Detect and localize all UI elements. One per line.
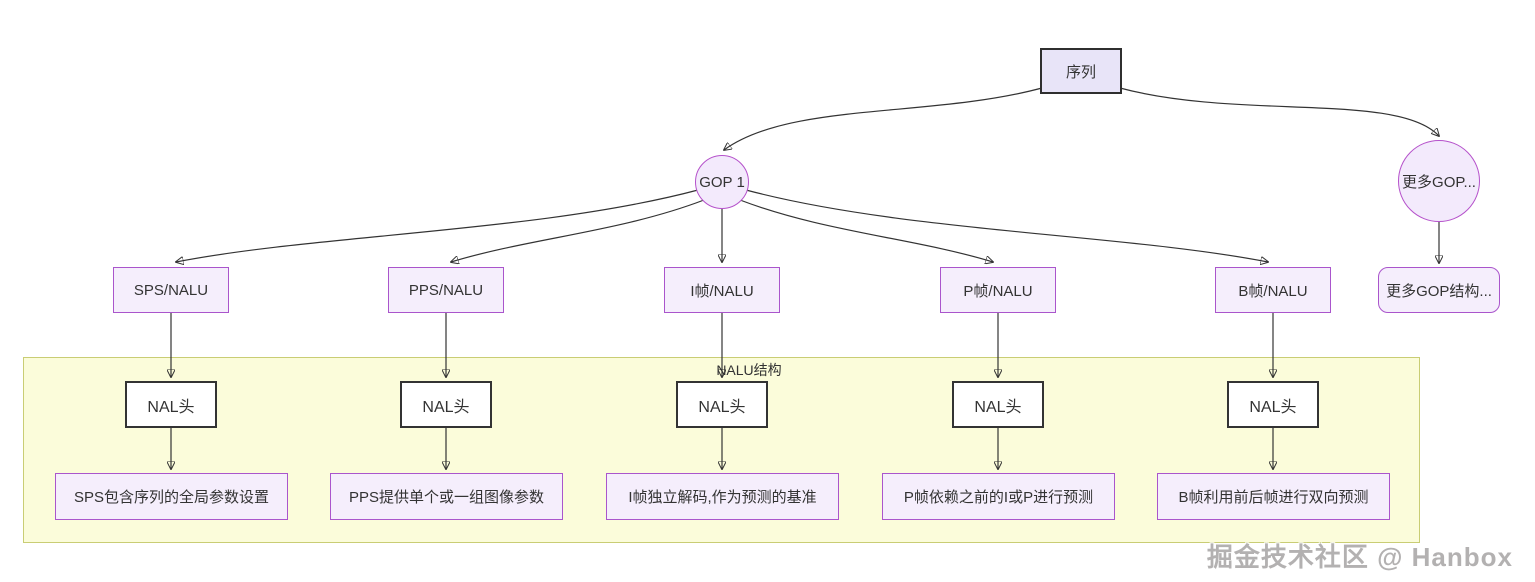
node-sequence[interactable]: 序列: [1040, 48, 1122, 94]
edge-gop1-sps: [176, 189, 699, 262]
node-pps-description[interactable]: PPS提供单个或一组图像参数: [330, 473, 563, 520]
edge-gop1-pframe: [739, 199, 993, 262]
edge-gop1-bframe: [745, 189, 1268, 262]
edge-gop1-pps: [451, 199, 705, 262]
node-nal-header-pps[interactable]: NAL头: [400, 381, 492, 428]
node-pps-nalu[interactable]: PPS/NALU: [388, 267, 504, 313]
nalu-structure-label: NALU结构: [716, 362, 782, 378]
node-nal-header-bframe[interactable]: NAL头: [1227, 381, 1319, 428]
node-bframe-nalu[interactable]: B帧/NALU: [1215, 267, 1331, 313]
watermark: 掘金技术社区 @ Hanbox: [1206, 542, 1513, 572]
edge-root-moregop: [1119, 87, 1439, 136]
node-more-gop-structure[interactable]: 更多GOP结构...: [1378, 267, 1500, 313]
node-gop1[interactable]: GOP 1: [695, 155, 749, 209]
node-iframe-description[interactable]: I帧独立解码,作为预测的基准: [606, 473, 839, 520]
node-pframe-description[interactable]: P帧依赖之前的I或P进行预测: [882, 473, 1115, 520]
node-more-gop[interactable]: 更多GOP...: [1398, 140, 1480, 222]
node-sps-nalu[interactable]: SPS/NALU: [113, 267, 229, 313]
node-pframe-nalu[interactable]: P帧/NALU: [940, 267, 1056, 313]
edge-root-gop1: [724, 87, 1043, 150]
node-iframe-nalu[interactable]: I帧/NALU: [664, 267, 780, 313]
node-sps-description[interactable]: SPS包含序列的全局参数设置: [55, 473, 288, 520]
node-nal-header-sps[interactable]: NAL头: [125, 381, 217, 428]
node-nal-header-pframe[interactable]: NAL头: [952, 381, 1044, 428]
node-nal-header-iframe[interactable]: NAL头: [676, 381, 768, 428]
node-bframe-description[interactable]: B帧利用前后帧进行双向预测: [1157, 473, 1390, 520]
